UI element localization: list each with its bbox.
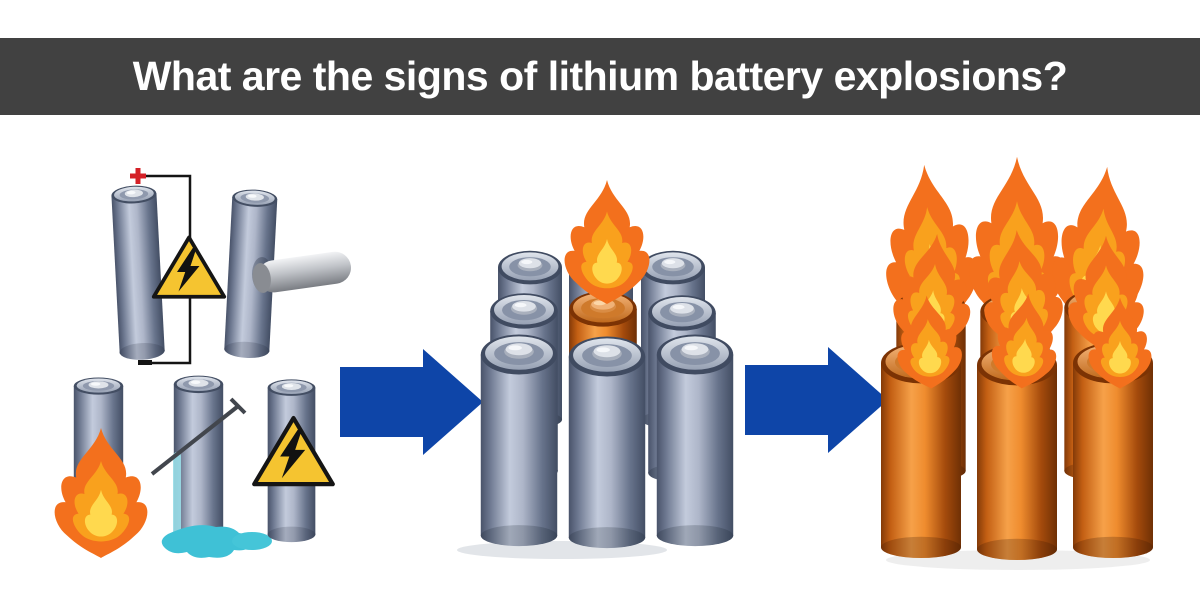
plus-terminal-icon	[130, 173, 146, 179]
title-banner: What are the signs of lithium battery ex…	[0, 38, 1200, 115]
electrolyte-drip	[173, 452, 181, 536]
battery-cell	[110, 184, 166, 361]
stage-pack-fire	[878, 156, 1153, 570]
flow-arrow-2	[745, 347, 888, 453]
page-title: What are the signs of lithium battery ex…	[132, 53, 1068, 99]
short-circuit-group	[254, 379, 333, 543]
flame-icon	[54, 428, 148, 558]
crush-rod-tip	[252, 263, 271, 293]
pack-battery-front-right	[656, 334, 734, 547]
crush-rod-icon	[252, 251, 352, 293]
pack-battery-front-center	[568, 336, 646, 549]
electrolyte-leak-pool-right	[232, 532, 272, 550]
stage-cell-ignition	[457, 179, 734, 559]
nail-head	[229, 397, 247, 415]
crush-group	[223, 188, 352, 360]
electrolyte-leak-pool	[161, 525, 253, 558]
high-voltage-triangle-icon	[151, 235, 227, 299]
overcharged-battery	[110, 184, 166, 361]
overheat-group	[54, 377, 148, 558]
nail-puncture-icon	[150, 405, 239, 476]
short-circuit-triangle-icon	[254, 418, 333, 484]
pack-battery-front-left	[480, 334, 558, 547]
minus-terminal-icon	[138, 360, 152, 365]
puncture-group	[150, 375, 272, 558]
stage-abuse-causes	[54, 168, 352, 558]
battery-cell	[173, 375, 224, 548]
flow-arrow-1	[340, 349, 483, 455]
crush-rod	[257, 251, 352, 293]
